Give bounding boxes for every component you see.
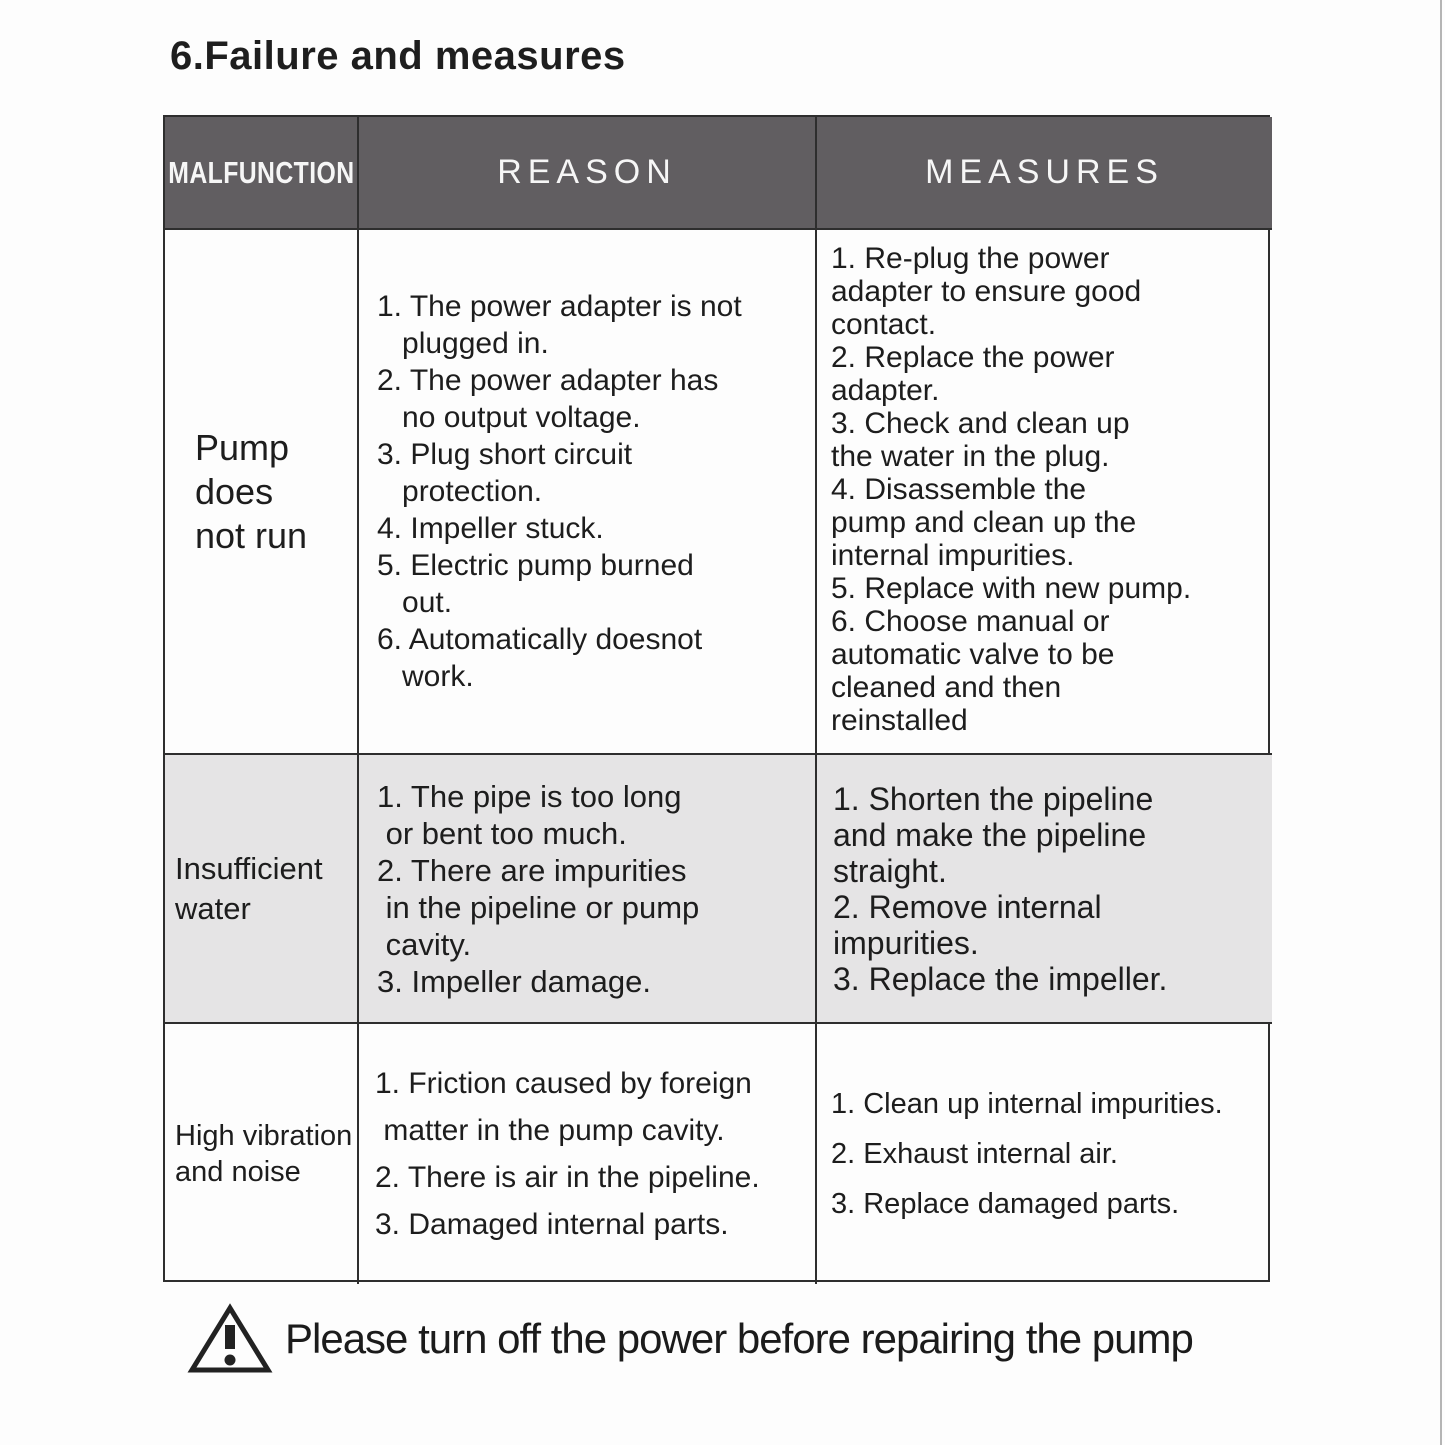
cell-reason-insufficient-water: 1. The pipe is too long or bent too much…	[359, 755, 817, 1024]
scan-edge-artifact	[1440, 0, 1442, 1445]
reason-text: 1. The pipe is too long or bent too much…	[377, 778, 700, 999]
measures-text: 1. Re-plug the power adapter to ensure g…	[831, 242, 1192, 737]
measures-text: 1. Clean up internal impurities. 2. Exha…	[831, 1088, 1223, 1220]
cell-malfunction-insufficient-water: Insufficient water	[165, 755, 359, 1024]
cell-measures-pump-does-not-run: 1. Re-plug the power adapter to ensure g…	[817, 230, 1272, 755]
header-malfunction-label: MALFUNCTION	[167, 154, 355, 190]
page-title: 6.Failure and measures	[170, 34, 626, 78]
header-reason-label: REASON	[497, 153, 677, 191]
malfunction-text: Insufficient water	[175, 850, 323, 926]
malfunction-text: Pump does not run	[195, 426, 308, 556]
reason-text: 1. The power adapter is not plugged in. …	[377, 290, 742, 693]
header-reason: REASON	[359, 117, 817, 230]
header-measures-label: MEASURES	[925, 153, 1164, 191]
cell-measures-insufficient-water: 1. Shorten the pipeline and make the pip…	[817, 755, 1272, 1024]
cell-measures-high-vibration: 1. Clean up internal impurities. 2. Exha…	[817, 1024, 1272, 1284]
cell-reason-pump-does-not-run: 1. The power adapter is not plugged in. …	[359, 230, 817, 755]
cell-malfunction-high-vibration: High vibration and noise	[165, 1024, 359, 1284]
cell-reason-high-vibration: 1. Friction caused by foreign matter in …	[359, 1024, 817, 1284]
malfunction-text: High vibration and noise	[175, 1120, 353, 1188]
footer-warning: Please turn off the power before repairi…	[187, 1303, 1194, 1375]
footer-warning-text: Please turn off the power before repairi…	[285, 1315, 1194, 1362]
cell-malfunction-pump-does-not-run: Pump does not run	[165, 230, 359, 755]
failure-measures-table: MALFUNCTION REASON MEASURES Pump does no…	[163, 115, 1272, 1284]
measures-text: 1. Shorten the pipeline and make the pip…	[833, 780, 1168, 997]
header-malfunction: MALFUNCTION	[165, 117, 359, 230]
reason-text: 1. Friction caused by foreign matter in …	[375, 1067, 760, 1241]
header-measures: MEASURES	[817, 117, 1272, 230]
warning-triangle-icon	[187, 1303, 273, 1373]
